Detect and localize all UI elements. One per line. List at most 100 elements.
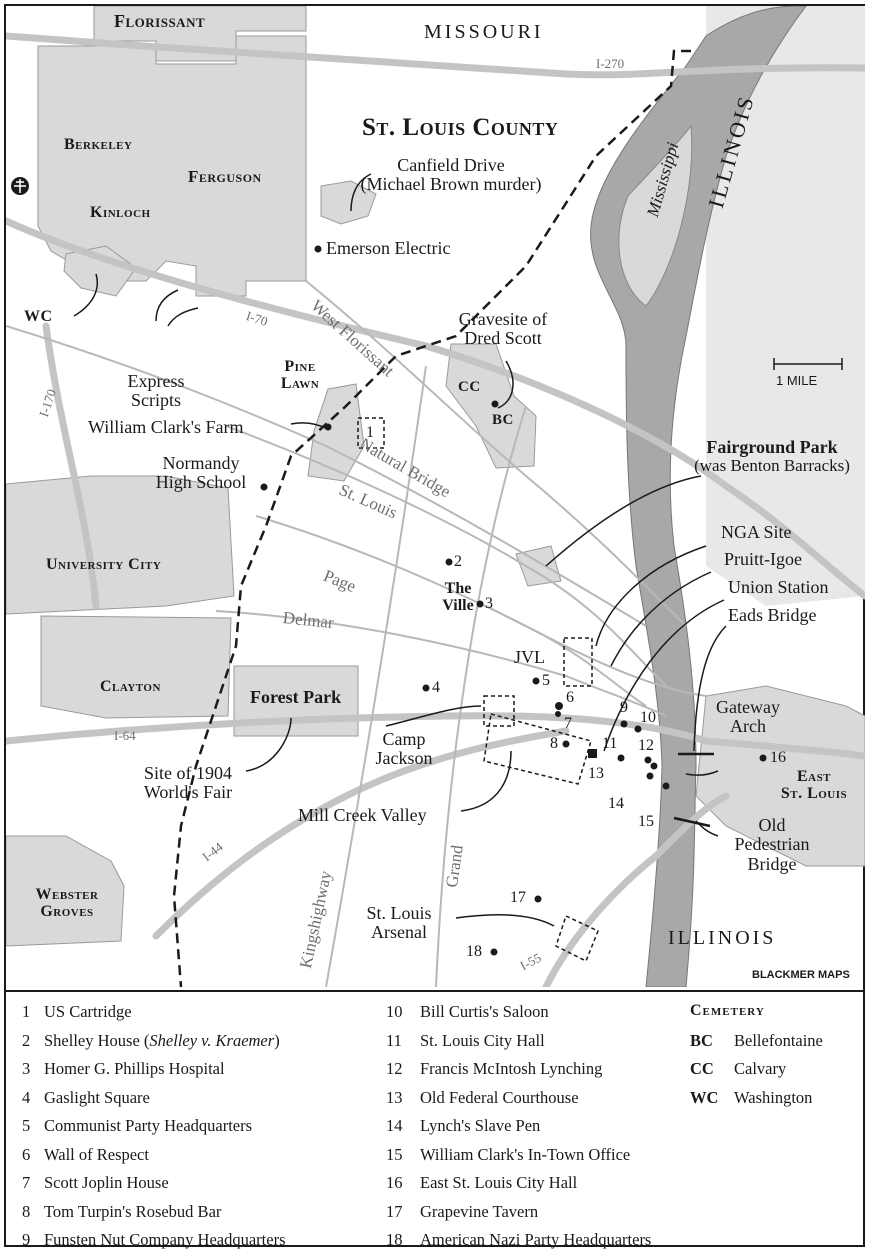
marker-8: 8 <box>550 735 558 752</box>
old-line3: Bridge <box>747 853 797 874</box>
ville-line1: The <box>444 580 472 597</box>
marker-17: 17 <box>510 889 526 906</box>
label-missouri: MISSOURI <box>424 21 544 43</box>
legend-text: Gaslight Square <box>44 1087 150 1107</box>
label-normandy: Normandy High School <box>146 453 256 493</box>
marker-12: 12 <box>638 737 654 754</box>
legend-italic-text: Shelley v. Kraemer <box>149 1030 275 1050</box>
label-kinloch: Kinloch <box>90 204 151 221</box>
label-arsenal: St. Louis Arsenal <box>354 903 444 943</box>
legend-number: 9 <box>22 1230 31 1249</box>
label-emerson: Emerson Electric <box>326 238 451 258</box>
marker-11: 11 <box>602 735 618 752</box>
marker-5: 5 <box>542 672 550 689</box>
legend-number: 16 <box>386 1173 403 1192</box>
legend-number: 12 <box>386 1059 403 1078</box>
label-jvl: JVL <box>514 647 545 667</box>
normandy-line2: High School <box>155 472 247 493</box>
cemetery-title: Cemetery <box>690 1002 765 1019</box>
label-gravesite: Gravesite of Dred Scott <box>438 309 568 349</box>
fair-line2: World's Fair <box>143 782 233 803</box>
marker-3: 3 <box>485 595 493 612</box>
legend-text: Wall of Respect <box>44 1144 149 1164</box>
normandy-line1: Normandy <box>162 453 240 473</box>
camp-line2: Jackson <box>375 748 433 769</box>
fair-line1: Site of 1904 <box>144 763 232 783</box>
label-bc: BC <box>492 412 514 428</box>
gateway-line2: Arch <box>730 716 766 737</box>
legend-number: 13 <box>386 1087 403 1107</box>
union-station-square <box>588 749 597 758</box>
gateway-line1: Gateway <box>716 697 780 717</box>
label-nga: NGA Site <box>721 522 792 542</box>
legend-item-14: 14 Lynch's Slave Pen <box>386 1116 651 1145</box>
gravesite-line1: Gravesite of <box>458 309 548 329</box>
label-eads: Eads Bridge <box>728 605 817 625</box>
old-line2: Pedestrian <box>734 834 810 855</box>
pine-lawn-area <box>307 383 365 482</box>
legend-text: William Clark's In-Town Office <box>420 1144 631 1164</box>
label-clayton: Clayton <box>100 678 161 695</box>
east-st-louis-area <box>695 685 865 867</box>
pine-line2: Lawn <box>280 375 320 393</box>
legend-number: 8 <box>22 1201 31 1221</box>
label-east-st-louis: East St. Louis <box>766 768 862 803</box>
label-clark-farm: William Clark's Farm <box>88 417 244 437</box>
label-university-city: University City <box>46 556 162 573</box>
map-graphics <box>6 6 865 987</box>
pine-line1: Pine <box>284 358 316 375</box>
legend-text: Tom Turpin's Rosebud Bar <box>44 1201 222 1221</box>
legend-text: Funsten Nut Company Headquarters <box>44 1230 286 1249</box>
cemetery-name: Calvary <box>734 1059 787 1078</box>
legend-number: 15 <box>386 1144 403 1164</box>
legend-number: 14 <box>386 1116 403 1135</box>
label-fairground: Fairground Park (was Benton Barracks) <box>686 437 858 476</box>
marker-1: 1 <box>366 424 374 441</box>
map-area: Florissant MISSOURI St. Louis County Ber… <box>6 6 865 987</box>
webster-line1: Webster <box>35 886 99 903</box>
marker-7: 7 <box>564 715 572 732</box>
clark-farm-dot <box>324 423 332 431</box>
marker-6: 6 <box>566 689 574 706</box>
label-ferguson: Ferguson <box>188 167 262 186</box>
ville-line2: Ville <box>442 597 474 615</box>
legend-number: 2 <box>22 1030 31 1050</box>
express-line2: Scripts <box>130 390 181 411</box>
road-i64: I-64 <box>114 728 136 743</box>
legend-number: 5 <box>22 1116 31 1135</box>
camp-line1: Camp <box>382 729 426 749</box>
legend-item-10: 10 Bill Curtis's Saloon <box>386 1002 651 1031</box>
legend-number: 17 <box>386 1201 403 1221</box>
legend-number: 6 <box>22 1144 31 1164</box>
label-mill-creek: Mill Creek Valley <box>298 805 427 825</box>
label-canfield: Canfield Drive (Michael Brown murder) <box>346 155 556 195</box>
legend-text: Lynch's Slave Pen <box>420 1116 541 1135</box>
label-wc: WC <box>24 308 53 325</box>
legend-text: American Nazi Party Headquarters <box>420 1230 652 1249</box>
marker-14: 14 <box>608 795 624 812</box>
label-the-ville: The Ville <box>434 580 482 615</box>
label-union: Union Station <box>728 577 829 597</box>
marker-13: 13 <box>588 765 604 782</box>
gravesite-line2: Dred Scott <box>464 328 542 349</box>
legend-text: Bill Curtis's Saloon <box>420 1002 549 1021</box>
label-gateway-arch: Gateway Arch <box>710 697 786 737</box>
legend-number: 3 <box>22 1059 31 1078</box>
legend-number: 10 <box>386 1002 403 1021</box>
label-forest-park: Forest Park <box>250 687 342 707</box>
legend-item-9: 9 Funsten Nut Company Headquarters <box>22 1230 286 1259</box>
map-credit: BLACKMER MAPS <box>752 969 850 981</box>
marker-9: 9 <box>620 699 628 716</box>
